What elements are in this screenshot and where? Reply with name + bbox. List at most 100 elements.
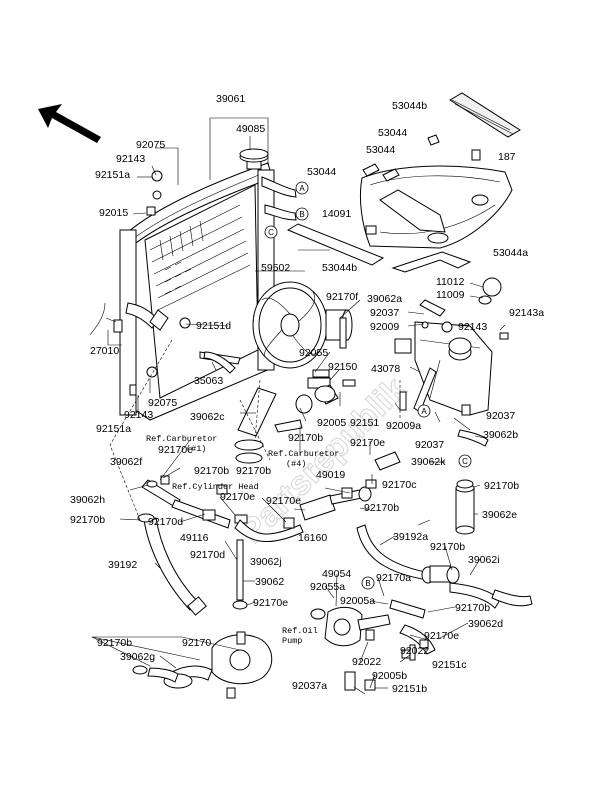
- part-label: 92170b: [70, 514, 105, 526]
- part-label: 92143: [116, 153, 145, 165]
- part-label: 92170a: [376, 572, 411, 584]
- leader-lines: [89, 117, 506, 695]
- part-label: 92170e: [266, 495, 301, 507]
- part-label: 92170b: [194, 465, 229, 477]
- part-label: 92005a: [340, 595, 375, 607]
- part-label: 49116: [180, 532, 209, 544]
- part-label: 92151a: [96, 423, 131, 435]
- radiator-core-fins: [149, 204, 251, 311]
- part-label: 39062i: [468, 554, 500, 566]
- part-label: 16160: [298, 532, 327, 544]
- part-label: 92022: [400, 645, 429, 657]
- part-label: 92170b: [364, 502, 399, 514]
- part-label: 53044: [366, 144, 395, 156]
- part-label: 53044a: [493, 247, 528, 259]
- part-label: 92151a: [95, 169, 130, 181]
- ref-carburetor-4-number: (#4): [286, 459, 306, 469]
- part-label: 92143: [458, 321, 487, 333]
- part-label: 39062f: [110, 456, 142, 468]
- part-label: 92075: [148, 397, 177, 409]
- part-label: 39062b: [483, 429, 518, 441]
- part-label: 92055a: [310, 581, 345, 593]
- part-label: 53044: [378, 127, 407, 139]
- part-label: 92143: [124, 409, 153, 421]
- part-label: 92170e: [350, 437, 385, 449]
- part-label: 39062h: [70, 494, 105, 506]
- part-label: 49085: [236, 123, 265, 135]
- svg-text:B: B: [299, 210, 304, 219]
- callout-c-lower: C: [458, 454, 472, 468]
- svg-text:A: A: [299, 184, 305, 193]
- part-label: 92151: [350, 417, 379, 429]
- part-label: 14091: [322, 208, 351, 220]
- part-label: 92037: [486, 410, 515, 422]
- svg-text:B: B: [365, 579, 370, 588]
- reference-notes: Ref.Carburetor (#1) Ref.Cylinder Head Re…: [146, 434, 339, 646]
- part-label: 92170b: [288, 432, 323, 444]
- ref-oil-pump: Ref.Oil: [282, 626, 318, 636]
- callout-b-lower: B: [361, 576, 375, 590]
- part-label: 27010: [90, 345, 119, 357]
- ref-cylinder-head: Ref.Cylinder Head: [172, 482, 259, 492]
- part-label: 92151d: [196, 320, 231, 332]
- part-label: 53044b: [392, 100, 427, 112]
- part-label: 92009: [370, 321, 399, 333]
- part-label: 92150: [328, 361, 357, 373]
- direction-arrow-icon: [38, 104, 101, 143]
- part-label: 39061: [216, 93, 245, 105]
- part-label: 39062e: [482, 509, 517, 521]
- part-label: 92143a: [509, 307, 544, 319]
- ref-carburetor-1-number: (#1): [186, 444, 206, 454]
- part-label: 92075: [136, 139, 165, 151]
- fan-hardware: [203, 317, 356, 414]
- part-label: 92037: [415, 439, 444, 451]
- part-label: 11012: [436, 276, 465, 288]
- part-label: 35063: [194, 375, 223, 387]
- part-label: 39062d: [468, 618, 503, 630]
- part-label: 92170e: [158, 444, 193, 456]
- callout-c-upper: C: [264, 225, 278, 239]
- part-label: 59502: [261, 262, 290, 274]
- part-label: 49054: [322, 568, 351, 580]
- part-number-labels: 39061 49085 92075 92143 92151a 92015 530…: [70, 93, 544, 695]
- part-label: 92170f: [326, 291, 358, 303]
- part-label: 92170b: [236, 465, 271, 477]
- part-label: 92170: [182, 637, 211, 649]
- part-label: 92170e: [253, 597, 288, 609]
- svg-text:C: C: [462, 457, 468, 466]
- part-label: 43078: [371, 363, 400, 375]
- part-label: 39062g: [120, 651, 155, 663]
- part-label: 92005: [317, 417, 346, 429]
- part-label: 92170e: [220, 491, 255, 503]
- part-label: 39062a: [367, 293, 402, 305]
- reservoir-tank: [394, 277, 509, 447]
- part-label: 92022: [352, 656, 381, 668]
- part-label: 92055: [299, 347, 328, 359]
- part-label: 39192a: [393, 531, 428, 543]
- fuel-tank-tray: [286, 92, 521, 273]
- part-label: 187: [498, 151, 516, 163]
- part-label: 92009a: [386, 420, 421, 432]
- part-label: 92170d: [190, 549, 225, 561]
- part-label: 92170b: [484, 480, 519, 492]
- part-label: 92170b: [455, 602, 490, 614]
- part-label: 92015: [99, 207, 128, 219]
- part-label: 92151b: [392, 683, 427, 695]
- part-label: 53044b: [322, 262, 357, 274]
- part-label: 39062: [255, 576, 284, 588]
- part-label: 53044: [307, 166, 336, 178]
- svg-text:A: A: [421, 407, 427, 416]
- coolant-hoses: [137, 419, 533, 616]
- part-label: 92170c: [382, 479, 416, 491]
- part-label: 11009: [436, 289, 465, 301]
- part-label: 92037: [370, 307, 399, 319]
- ref-carburetor-4: Ref.Carburetor: [268, 449, 339, 459]
- ref-oil-pump-label: Pump: [282, 636, 302, 646]
- part-label: 39192: [108, 559, 137, 571]
- ref-carburetor-1: Ref.Carburetor: [146, 434, 217, 444]
- part-label: 39062c: [190, 411, 224, 423]
- part-label: 92151c: [432, 659, 466, 671]
- part-label: 39062k: [411, 456, 446, 468]
- part-label: 92005b: [372, 670, 407, 682]
- part-label: 92037a: [292, 680, 327, 692]
